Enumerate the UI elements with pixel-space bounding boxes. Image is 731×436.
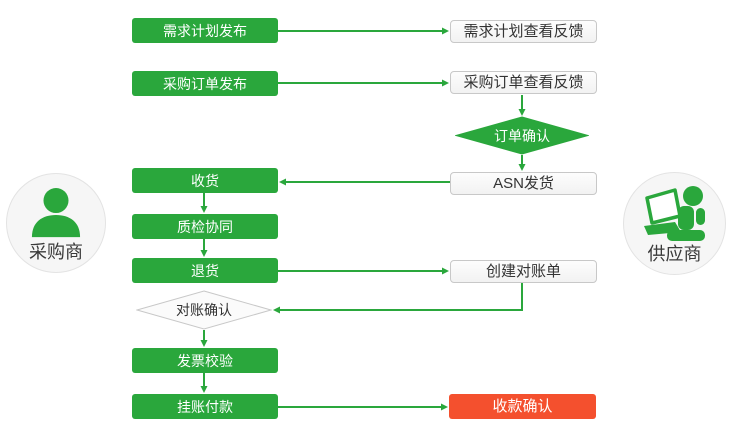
node-invoice-verify: 发票校验 [132,348,278,373]
arrow-return-to-create-statement [278,267,449,275]
actor-buyer-label: 采购商 [29,242,83,262]
arrow-receive-to-quality [200,193,208,213]
arrow-demand-plan-to-feedback [278,27,449,35]
node-po-publish: 采购订单发布 [132,71,278,96]
arrow-quality-to-return [200,239,208,257]
actor-buyer: 采购商 [6,173,106,273]
arrow-statement-confirm-to-invoice [200,330,208,347]
node-po-feedback: 采购订单查看反馈 [450,71,597,94]
actor-supplier-label: 供应商 [647,244,702,264]
node-label: 订单确认 [494,127,550,144]
decision-diamond-shape [136,290,272,330]
arrow-order-confirm-to-asn [518,155,526,171]
node-statement-confirm: 对账确认 [136,290,272,330]
node-payment-on-account: 挂账付款 [132,394,278,419]
decision-diamond-shape [455,116,589,155]
arrow-invoice-to-payment [200,373,208,393]
arrow-po-feedback-to-order-confirm [518,95,526,116]
buyer-person-icon [31,188,81,238]
arrow-create-statement-to-statement-confirm [273,283,523,314]
node-return-goods: 退货 [132,258,278,283]
actor-supplier: 供应商 [623,172,726,275]
node-create-statement: 创建对账单 [450,260,597,283]
node-quality-check: 质检协同 [132,214,278,239]
node-receive: 收货 [132,168,278,193]
arrow-payment-to-receipt [278,403,448,411]
arrow-asn-to-receive [279,178,450,186]
node-label: 对账确认 [176,302,232,318]
arrow-po-to-feedback [278,79,449,87]
node-receipt-confirm: 收款确认 [449,394,596,419]
node-asn-ship: ASN发货 [450,172,597,195]
supplier-person-laptop-icon [643,186,705,241]
node-demand-plan-feedback: 需求计划查看反馈 [450,20,597,43]
node-order-confirm: 订单确认 [455,116,589,155]
node-demand-plan-publish: 需求计划发布 [132,18,278,43]
